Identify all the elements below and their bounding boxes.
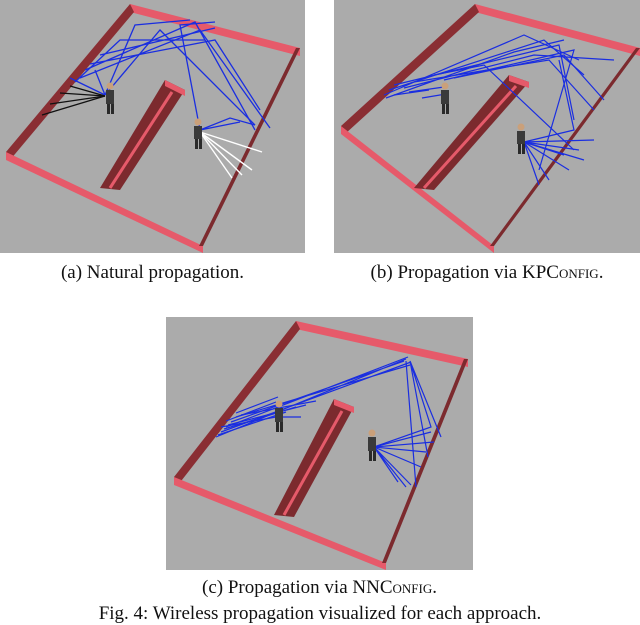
- person-icon: [106, 82, 114, 114]
- caption-b: (b) Propagation via KPConfig.: [370, 262, 604, 283]
- person-icon: [194, 118, 202, 149]
- panel-c-image: [166, 317, 473, 570]
- caption-a: (a) Natural propagation.: [60, 262, 245, 283]
- person-icon: [275, 400, 283, 432]
- panel-a-image: [0, 0, 305, 253]
- person-icon: [517, 123, 525, 154]
- caption-c: (c) Propagation via NNConfig.: [202, 577, 437, 598]
- room-scene-b: [334, 0, 640, 253]
- person-icon: [368, 429, 376, 461]
- room-scene-a: [0, 0, 305, 253]
- person-icon: [441, 82, 449, 114]
- panel-b-image: [334, 0, 640, 253]
- room-scene-c: [166, 317, 473, 570]
- figure-caption: Fig. 4: Wireless propagation visualized …: [98, 603, 542, 624]
